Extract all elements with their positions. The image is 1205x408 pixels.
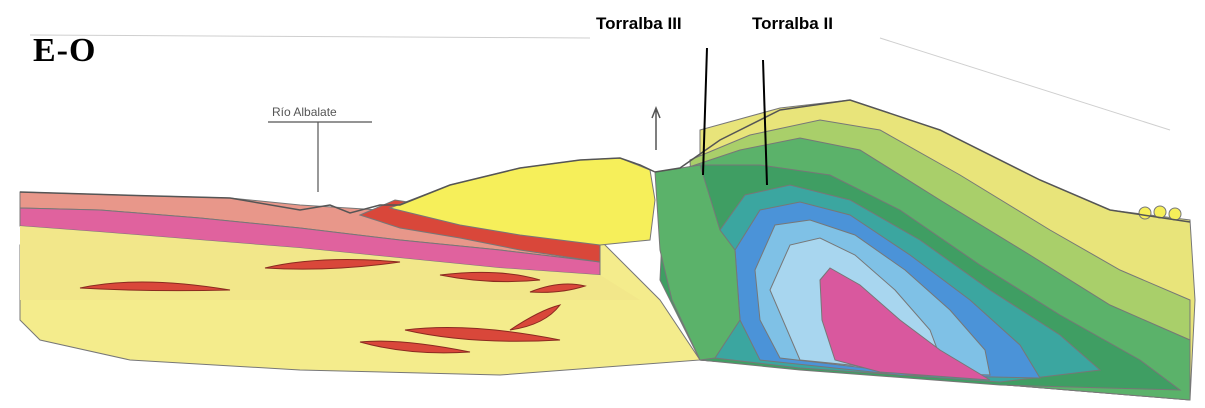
section-direction-label: E-O — [33, 32, 96, 70]
paper-top-edge-right — [880, 38, 1170, 130]
paper-top-edge — [30, 35, 590, 38]
site-label-torralba-iii: Torralba III — [596, 14, 682, 34]
river-marker — [268, 122, 372, 192]
river-label: Río Albalate — [272, 105, 337, 119]
site-label-torralba-ii: Torralba II — [752, 14, 833, 34]
fault-arrow — [652, 108, 660, 150]
